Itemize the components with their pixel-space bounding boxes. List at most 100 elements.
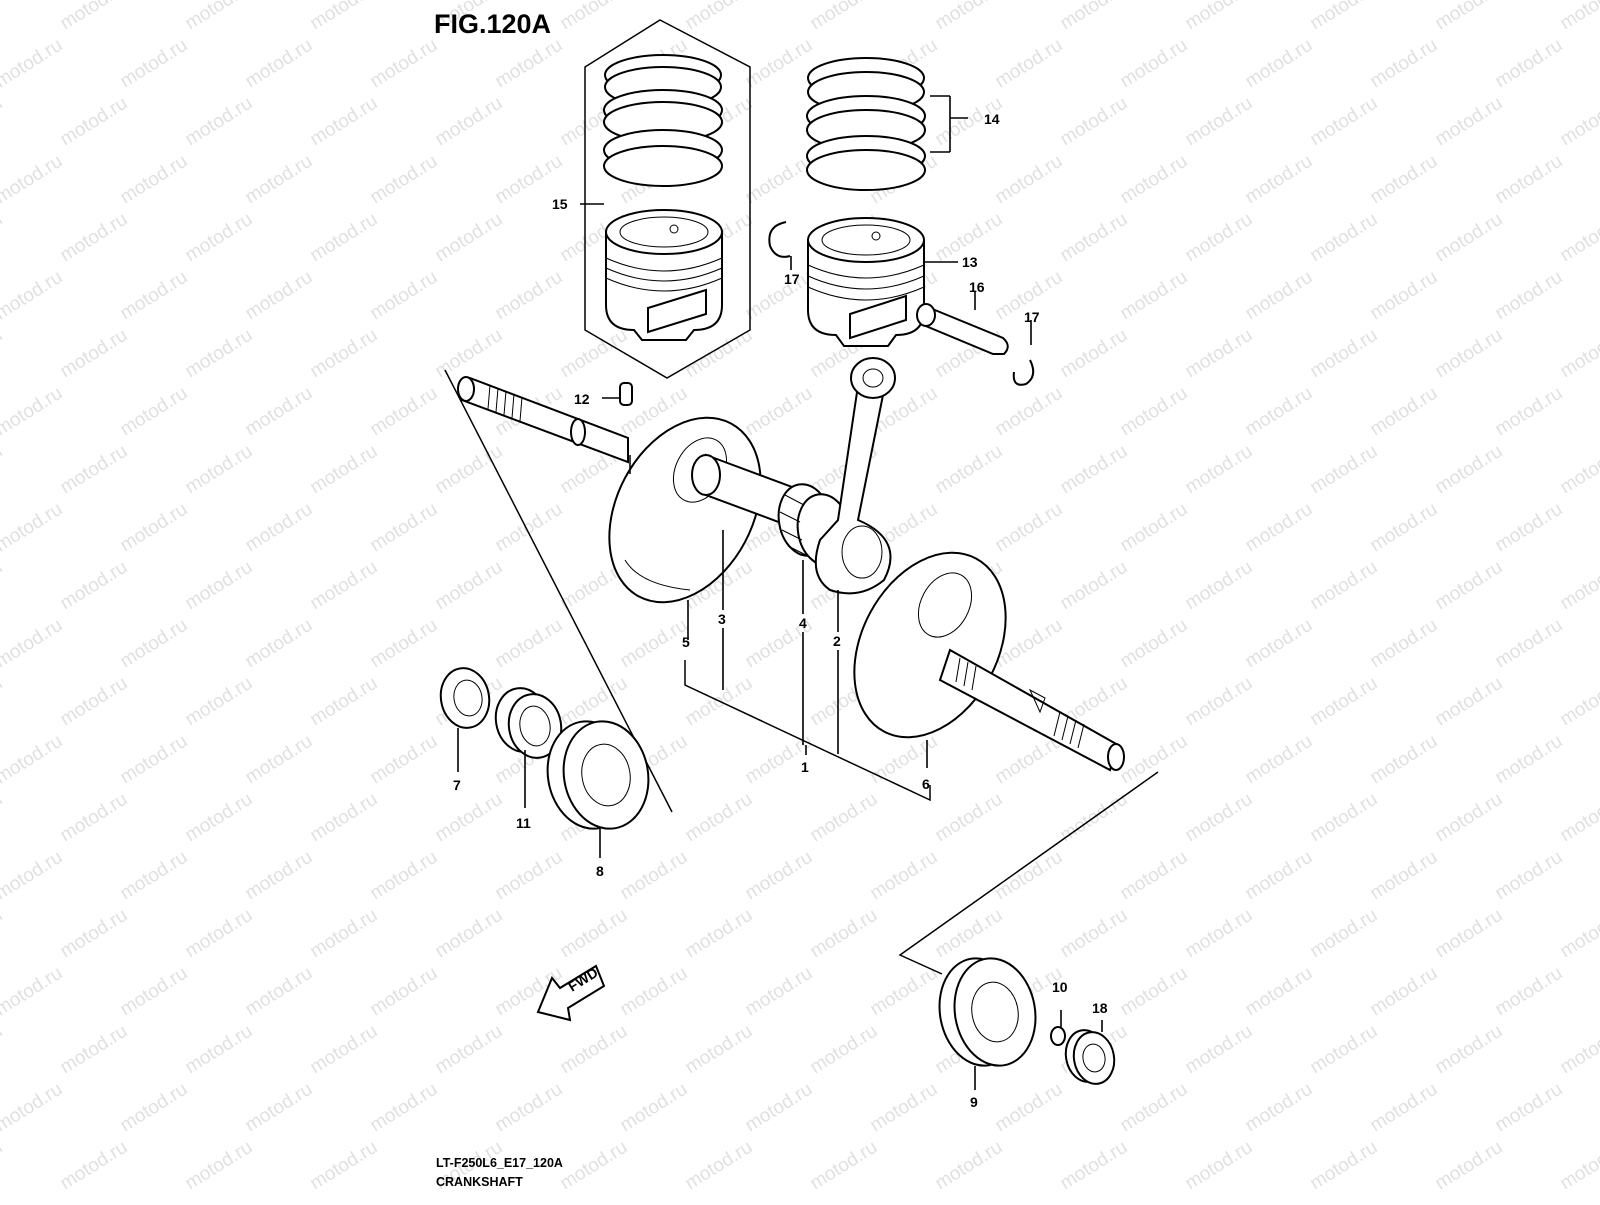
- watermark-text: motod.ru: [1182, 905, 1257, 963]
- watermark-text: motod.ru: [1492, 499, 1567, 557]
- watermark-text: motod.ru: [1492, 731, 1567, 789]
- callout-4: 4: [799, 615, 807, 631]
- watermark-text: motod.ru: [117, 499, 192, 557]
- watermark-text: motod.ru: [0, 847, 66, 905]
- watermark-text: motod.ru: [307, 557, 382, 615]
- watermark-text: motod.ru: [242, 1079, 317, 1137]
- watermark-text: motod.ru: [1557, 0, 1600, 34]
- callout-10: 10: [1052, 979, 1068, 995]
- watermark-text: motod.ru: [492, 267, 567, 325]
- watermark-text: motod.ru: [117, 847, 192, 905]
- watermark-text: motod.ru: [867, 847, 942, 905]
- watermark-text: motod.ru: [742, 1079, 817, 1137]
- watermark-text: motod.ru: [367, 847, 442, 905]
- watermark-text: motod.ru: [557, 325, 632, 383]
- watermark-text: motod.ru: [807, 0, 882, 34]
- watermark-text: motod.ru: [1182, 0, 1257, 34]
- callout-2: 2: [833, 633, 841, 649]
- watermark-text: motod.ru: [1307, 325, 1382, 383]
- watermark-text: motod.ru: [1242, 267, 1317, 325]
- watermark-text: motod.ru: [1367, 731, 1442, 789]
- watermark-text: motod.ru: [182, 441, 257, 499]
- watermark-text: motod.ru: [557, 1137, 632, 1195]
- watermark-text: motod.ru: [432, 1021, 507, 1079]
- watermark-text: motod.ru: [182, 93, 257, 151]
- watermark-text: motod.ru: [307, 789, 382, 847]
- callout-17-right: 17: [1024, 309, 1040, 325]
- watermark-text: motod.ru: [1492, 1079, 1567, 1137]
- watermark-text: motod.ru: [57, 441, 132, 499]
- watermark-text: motod.ru: [367, 731, 442, 789]
- callout-6: 6: [922, 776, 930, 792]
- watermark-text: motod.ru: [307, 1137, 382, 1195]
- watermark-text: motod.ru: [1117, 267, 1192, 325]
- watermark-text: motod.ru: [307, 0, 382, 34]
- watermark-text: motod.ru: [0, 557, 6, 615]
- watermark-text: motod.ru: [1182, 209, 1257, 267]
- watermark-text: motod.ru: [932, 441, 1007, 499]
- watermark-text: motod.ru: [1492, 383, 1567, 441]
- watermark-text: motod.ru: [1492, 963, 1567, 1021]
- watermark-text: motod.ru: [1182, 1021, 1257, 1079]
- watermark-text: motod.ru: [1242, 383, 1317, 441]
- watermark-text: motod.ru: [307, 441, 382, 499]
- watermark-text: motod.ru: [867, 963, 942, 1021]
- piston-13-rings-14-drawing: [768, 57, 1035, 386]
- watermark-text: motod.ru: [1557, 325, 1600, 383]
- watermark-text: motod.ru: [57, 789, 132, 847]
- watermark-text: motod.ru: [1057, 93, 1132, 151]
- watermark-text: motod.ru: [307, 673, 382, 731]
- watermark-text: motod.ru: [742, 847, 817, 905]
- watermark-text: motod.ru: [1367, 35, 1442, 93]
- watermark-text: motod.ru: [682, 0, 757, 34]
- watermark-text: motod.ru: [1492, 35, 1567, 93]
- callout-11: 11: [516, 815, 531, 831]
- watermark-text: motod.ru: [1057, 1137, 1132, 1195]
- watermark-text: motod.ru: [367, 499, 442, 557]
- watermark-text: motod.ru: [1307, 557, 1382, 615]
- watermark-text: motod.ru: [992, 151, 1067, 209]
- watermark-text: motod.ru: [1432, 789, 1507, 847]
- watermark-text: motod.ru: [0, 1079, 66, 1137]
- watermark-text: motod.ru: [492, 847, 567, 905]
- watermark-text: motod.ru: [1242, 1079, 1317, 1137]
- watermark-text: motod.ru: [557, 905, 632, 963]
- watermark-text: motod.ru: [1557, 789, 1600, 847]
- watermark-text: motod.ru: [1182, 441, 1257, 499]
- watermark-text: motod.ru: [0, 905, 6, 963]
- watermark-text: motod.ru: [367, 383, 442, 441]
- watermark-text: motod.ru: [742, 35, 817, 93]
- watermark-text: motod.ru: [432, 209, 507, 267]
- watermark-text: motod.ru: [1242, 731, 1317, 789]
- watermark-text: motod.ru: [1057, 0, 1132, 34]
- watermark-text: motod.ru: [1307, 1137, 1382, 1195]
- watermark-text: motod.ru: [617, 1079, 692, 1137]
- callout-14: 14: [984, 111, 1000, 127]
- watermark-text: motod.ru: [242, 151, 317, 209]
- callout-13: 13: [962, 254, 978, 270]
- watermark-text: motod.ru: [1492, 847, 1567, 905]
- watermark-text: motod.ru: [0, 383, 66, 441]
- watermark-text: motod.ru: [57, 0, 132, 34]
- watermark-text: motod.ru: [1117, 499, 1192, 557]
- watermark-text: motod.ru: [1432, 325, 1507, 383]
- watermark-text: motod.ru: [1057, 325, 1132, 383]
- watermark-text: motod.ru: [57, 673, 132, 731]
- watermark-text: motod.ru: [242, 615, 317, 673]
- watermark-text: motod.ru: [0, 0, 6, 34]
- watermark-text: motod.ru: [1492, 267, 1567, 325]
- watermark-text: motod.ru: [1307, 209, 1382, 267]
- watermark-text: motod.ru: [932, 1137, 1007, 1195]
- watermark-text: motod.ru: [742, 963, 817, 1021]
- watermark-text: motod.ru: [432, 441, 507, 499]
- figure-title: FIG.120A: [434, 9, 551, 39]
- watermark-text: motod.ru: [1182, 93, 1257, 151]
- right-bearings-drawing: [898, 771, 1159, 1085]
- watermark-text: motod.ru: [992, 847, 1067, 905]
- watermark-text: motod.ru: [742, 151, 817, 209]
- watermark-text: motod.ru: [0, 789, 6, 847]
- watermark-text: motod.ru: [1432, 93, 1507, 151]
- fwd-arrow-icon: FWD: [536, 964, 606, 1022]
- watermark-text: motod.ru: [0, 499, 66, 557]
- watermark-text: motod.ru: [182, 905, 257, 963]
